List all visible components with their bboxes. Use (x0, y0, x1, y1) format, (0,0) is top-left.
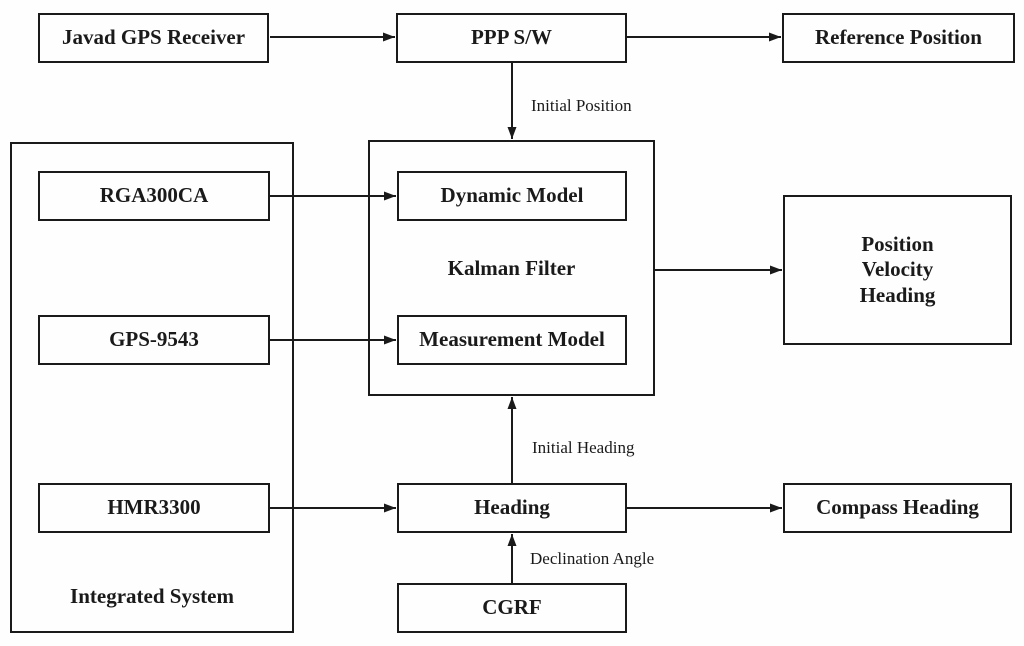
pvh-line-velocity: Velocity (861, 257, 934, 282)
node-ppp-sw: PPP S/W (396, 13, 627, 63)
node-label: Javad GPS Receiver (61, 25, 246, 50)
node-label: HMR3300 (107, 495, 201, 520)
node-gps-9543: GPS-9543 (38, 315, 270, 365)
edge-label-initial-heading: Initial Heading (532, 438, 635, 457)
node-rga300ca: RGA300CA (38, 171, 270, 221)
node-label: Reference Position (815, 25, 982, 50)
node-label: GPS-9543 (109, 327, 199, 352)
node-position-velocity-heading: Position Velocity Heading (783, 195, 1012, 345)
node-label: RGA300CA (99, 183, 209, 208)
node-label: PPP S/W (470, 25, 553, 50)
kalman-filter-title: Kalman Filter (447, 256, 576, 280)
integrated-system-title: Integrated System (70, 584, 234, 608)
node-label: CGRF (482, 595, 542, 620)
node-label: Dynamic Model (440, 183, 584, 208)
node-reference-position: Reference Position (782, 13, 1015, 63)
pvh-line-position: Position (861, 232, 934, 257)
node-label: Position Velocity Heading (860, 232, 936, 308)
node-hmr3300: HMR3300 (38, 483, 270, 533)
node-label: Compass Heading (816, 495, 979, 520)
node-dynamic-model: Dynamic Model (397, 171, 627, 221)
node-measurement-model: Measurement Model (397, 315, 627, 365)
node-javad-gps-receiver: Javad GPS Receiver (38, 13, 269, 63)
edge-label-declination-angle: Declination Angle (530, 549, 655, 568)
edge-label-initial-position: Initial Position (531, 96, 632, 115)
node-cgrf: CGRF (397, 583, 627, 633)
integrated-system-group-box (10, 142, 294, 633)
node-heading: Heading (397, 483, 627, 533)
pvh-line-heading: Heading (859, 282, 936, 307)
node-compass-heading: Compass Heading (783, 483, 1012, 533)
node-label: Measurement Model (419, 327, 605, 352)
node-label: Heading (474, 495, 550, 520)
